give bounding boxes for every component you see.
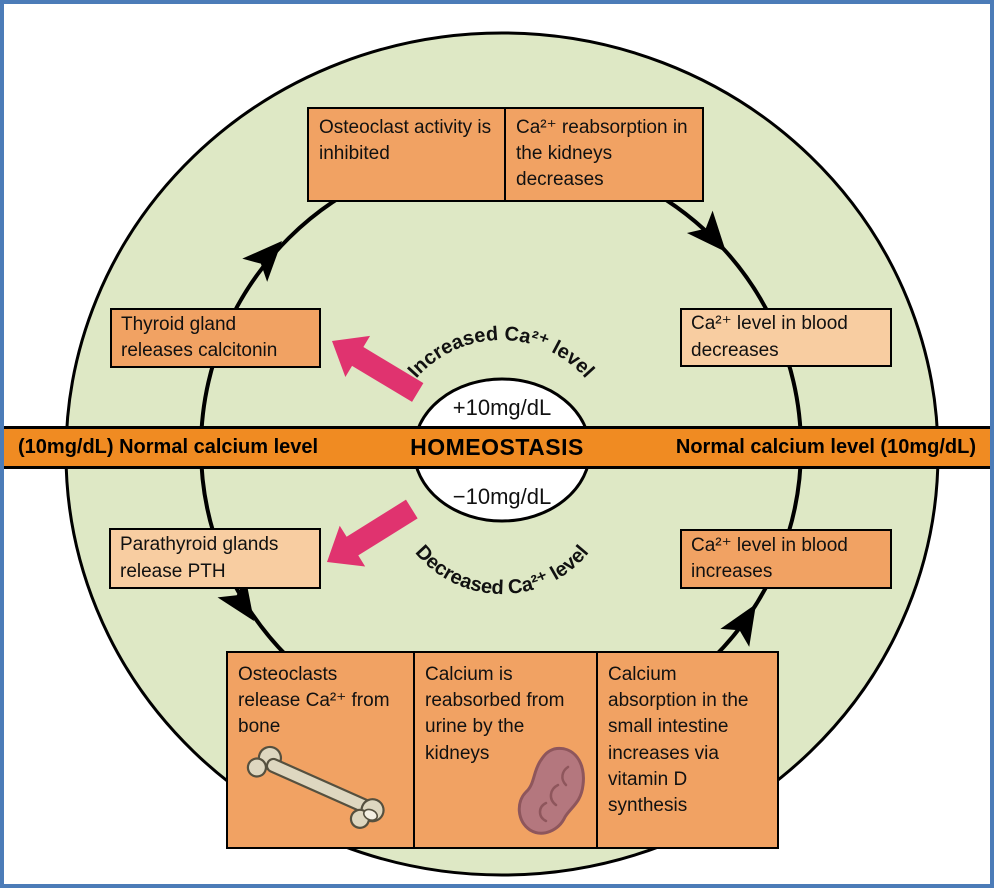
cycle-arrowhead-up-left	[242, 241, 282, 282]
thyroid-calcitonin-box: Thyroid gland releases calcitonin	[110, 308, 321, 368]
lower-threshold-value: −10mg/dL	[453, 484, 551, 509]
lower-effects-box: Osteoclasts release Ca²⁺ from bone Calci…	[226, 651, 779, 849]
osteoclasts-release-ca-cell: Osteoclasts release Ca²⁺ from bone	[228, 653, 413, 847]
blood-ca-increases-text: Ca²⁺ level in blood increases	[691, 534, 848, 582]
normal-calcium-right-label: Normal calcium level (10mg/dL)	[675, 436, 976, 458]
calcium-reabsorbed-urine-text: Calcium is reabsorbed from urine by the …	[425, 664, 565, 764]
cycle-arrowhead-down-right	[686, 210, 726, 252]
upper-effects-box: Osteoclast activity is inhibited Ca²⁺ re…	[307, 107, 704, 202]
homeostasis-label: HOMEOSTASIS	[410, 434, 584, 460]
intestine-absorption-cell: Calcium absorption in the small intestin…	[596, 653, 777, 847]
osteoclasts-release-ca-text: Osteoclasts release Ca²⁺ from bone	[238, 664, 390, 738]
blood-ca-increases-box: Ca²⁺ level in blood increases	[680, 529, 892, 589]
blood-ca-decreases-text: Ca²⁺ level in blood decreases	[691, 313, 848, 361]
parathyroid-pth-text: Parathyroid glands release PTH	[120, 534, 279, 582]
kidney-icon	[517, 746, 585, 835]
parathyroid-pth-box: Parathyroid glands release PTH	[109, 528, 321, 589]
osteoclast-inhibited-cell: Osteoclast activity is inhibited	[319, 117, 492, 165]
thyroid-calcitonin-text: Thyroid gland releases calcitonin	[121, 313, 278, 361]
normal-calcium-left-label: (10mg/dL) Normal calcium level	[18, 436, 319, 458]
bone-icon	[246, 745, 385, 829]
response-arrows	[327, 335, 424, 567]
upper-threshold-value: +10mg/dL	[453, 395, 551, 420]
calcium-reabsorbed-urine-cell: Calcium is reabsorbed from urine by the …	[413, 653, 596, 847]
kidney-reabsorption-decreases-cell: Ca²⁺ reabsorption in the kidneys decreas…	[504, 109, 702, 200]
pink-arrow-to-parathyroid	[327, 499, 418, 567]
blood-ca-decreases-box: Ca²⁺ level in blood decreases	[680, 308, 892, 367]
homeostasis-band: (10mg/dL) Normal calcium level HOMEOSTAS…	[4, 426, 990, 469]
pink-arrow-to-thyroid	[332, 335, 424, 402]
cycle-arrowhead-up-right	[720, 604, 756, 647]
